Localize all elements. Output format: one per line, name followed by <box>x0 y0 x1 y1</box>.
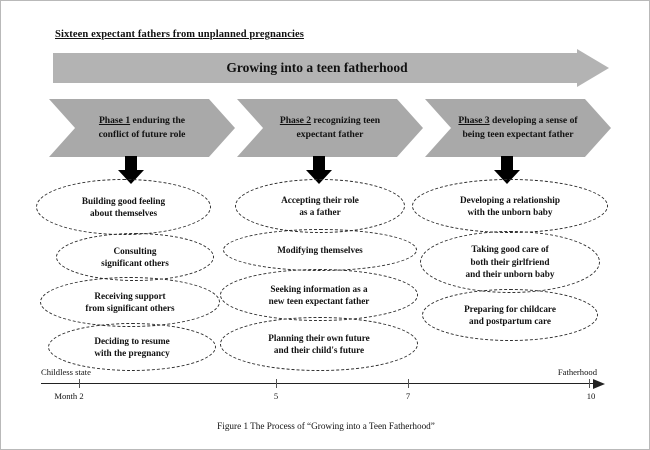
concept-ellipse: Preparing for childcare and postpartum c… <box>422 289 598 341</box>
concept-ellipse: Accepting their role as a father <box>235 179 405 233</box>
banner-arrowhead-icon <box>577 49 609 87</box>
axis-tick <box>276 379 278 388</box>
banner-label: Growing into a teen fatherhood <box>226 60 408 75</box>
concept-ellipse: Deciding to resume with the pregnancy <box>48 323 216 371</box>
axis-tick-label: 5 <box>273 391 279 401</box>
axis-tick-label: 10 <box>586 391 596 401</box>
concept-ellipse: Building good feeling about themselves <box>36 179 211 235</box>
axis-tick <box>408 379 410 388</box>
phase-1-title: enduring the conflict of future role <box>98 115 186 140</box>
phase-3-chevron: Phase 3 developing a sense of being teen… <box>425 99 611 157</box>
arrow-stem <box>125 156 137 172</box>
concept-ellipse: Seeking information as a new teen expect… <box>220 269 418 321</box>
concept-label: Deciding to resume with the pregnancy <box>94 335 170 358</box>
axis-line <box>41 383 597 385</box>
axis-tick-label: 7 <box>405 391 411 401</box>
main-process-arrow: Growing into a teen fatherhood <box>53 49 609 87</box>
axis-tick <box>589 379 591 388</box>
phase-1-number: Phase 1 <box>98 115 131 127</box>
concept-label: Accepting their role as a father <box>281 194 359 217</box>
figure-caption: Figure 1 The Process of “Growing into a … <box>217 421 435 431</box>
arrow-stem <box>501 156 513 172</box>
concept-ellipse: Developing a relationship with the unbor… <box>412 179 608 233</box>
axis-arrowhead-icon <box>593 379 605 389</box>
concept-label: Building good feeling about themselves <box>81 195 166 218</box>
subject-heading: Sixteen expectant fathers from unplanned… <box>55 29 304 40</box>
timeline-start-label: Childless state <box>41 367 91 377</box>
concept-ellipse: Consulting significant others <box>56 233 214 281</box>
axis-tick-label: Month 2 <box>54 391 84 401</box>
phase-1-text: Phase 1 enduring the conflict of future … <box>95 114 190 142</box>
phase-2-title: recognizing teen expectant father <box>296 115 381 140</box>
arrow-stem <box>313 156 325 172</box>
axis-tick <box>79 379 81 388</box>
concept-label: Developing a relationship with the unbor… <box>460 194 560 217</box>
concept-ellipse: Planning their own future and their chil… <box>220 317 418 371</box>
concept-ellipse: Modifying themselves <box>223 229 417 271</box>
timeline-axis: Childless state Fatherhood Month 2 5 7 1… <box>41 367 611 401</box>
concept-label: Seeking information as a new teen expect… <box>268 283 370 306</box>
concept-label: Consulting significant others <box>101 245 169 268</box>
phase-3-text: Phase 3 developing a sense of being teen… <box>454 114 581 142</box>
timeline-end-label: Fatherhood <box>557 367 597 377</box>
phase-2-text: Phase 2 recognizing teen expectant fathe… <box>276 114 384 142</box>
banner-shaft <box>53 53 581 83</box>
concept-label: Receiving support from significant other… <box>85 290 175 313</box>
concept-label: Planning their own future and their chil… <box>268 332 370 355</box>
phase-3-title: developing a sense of being teen expecta… <box>462 115 578 140</box>
phase-2-number: Phase 2 <box>279 115 312 127</box>
phase-1-chevron: Phase 1 enduring the conflict of future … <box>49 99 235 157</box>
concept-ellipse: Taking good care of both their girlfrien… <box>420 231 600 293</box>
phase-3-number: Phase 3 <box>458 115 490 127</box>
concept-ellipse: Receiving support from significant other… <box>40 277 220 327</box>
concept-label: Taking good care of both their girlfrien… <box>465 244 555 280</box>
phase-2-chevron: Phase 2 recognizing teen expectant fathe… <box>237 99 423 157</box>
concept-label: Preparing for childcare and postpartum c… <box>464 303 556 326</box>
concept-label: Modifying themselves <box>277 244 363 255</box>
